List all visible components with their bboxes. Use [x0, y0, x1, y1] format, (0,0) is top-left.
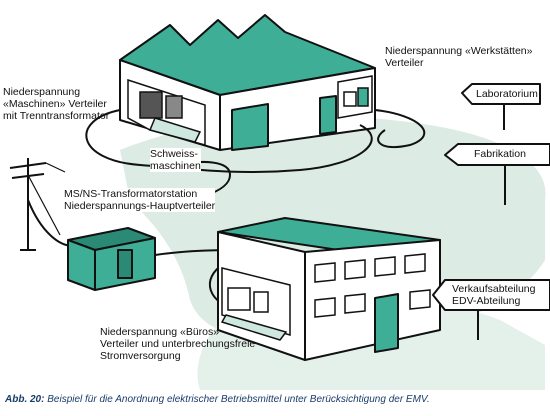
label-bueros: Niederspannung «Büros» Verteiler und unt…	[100, 326, 256, 362]
cable-workshop	[374, 109, 426, 149]
cable-factory-loop	[85, 109, 373, 174]
figure-caption: Abb. 20: Beispiel für die Anordnung elek…	[5, 394, 430, 405]
label-trafostation: MS/NS-Transformatorstation Niederspannun…	[64, 188, 216, 212]
sign-laboratorium	[461, 83, 541, 130]
power-pole-icon	[9, 158, 66, 251]
caption-number: Abb. 20:	[5, 394, 45, 405]
label-werkstaetten: Niederspannung «Werkstätten» Verteiler	[385, 45, 533, 69]
workshop-cutaway	[337, 75, 373, 119]
office-cutaway	[220, 267, 291, 341]
caption-text: Beispiel für die Anordnung elektrischer …	[47, 394, 430, 405]
transformer-station	[67, 227, 156, 291]
label-maschinen: Niederspannung «Maschinen» Verteiler mit…	[3, 86, 110, 122]
sign-fabrikation-label: Fabrikation	[474, 148, 526, 160]
label-verkauf: Verkaufsabteilung EDV-Abteilung	[452, 283, 536, 307]
label-schweissmaschinen: Schweiss- maschinen	[150, 148, 201, 172]
machines-cutaway	[127, 78, 206, 146]
sign-laboratorium-label: Laboratorium	[476, 88, 538, 100]
sign-verkauf	[432, 279, 550, 340]
sign-fabrikation	[444, 143, 550, 205]
office-windows	[314, 253, 431, 318]
